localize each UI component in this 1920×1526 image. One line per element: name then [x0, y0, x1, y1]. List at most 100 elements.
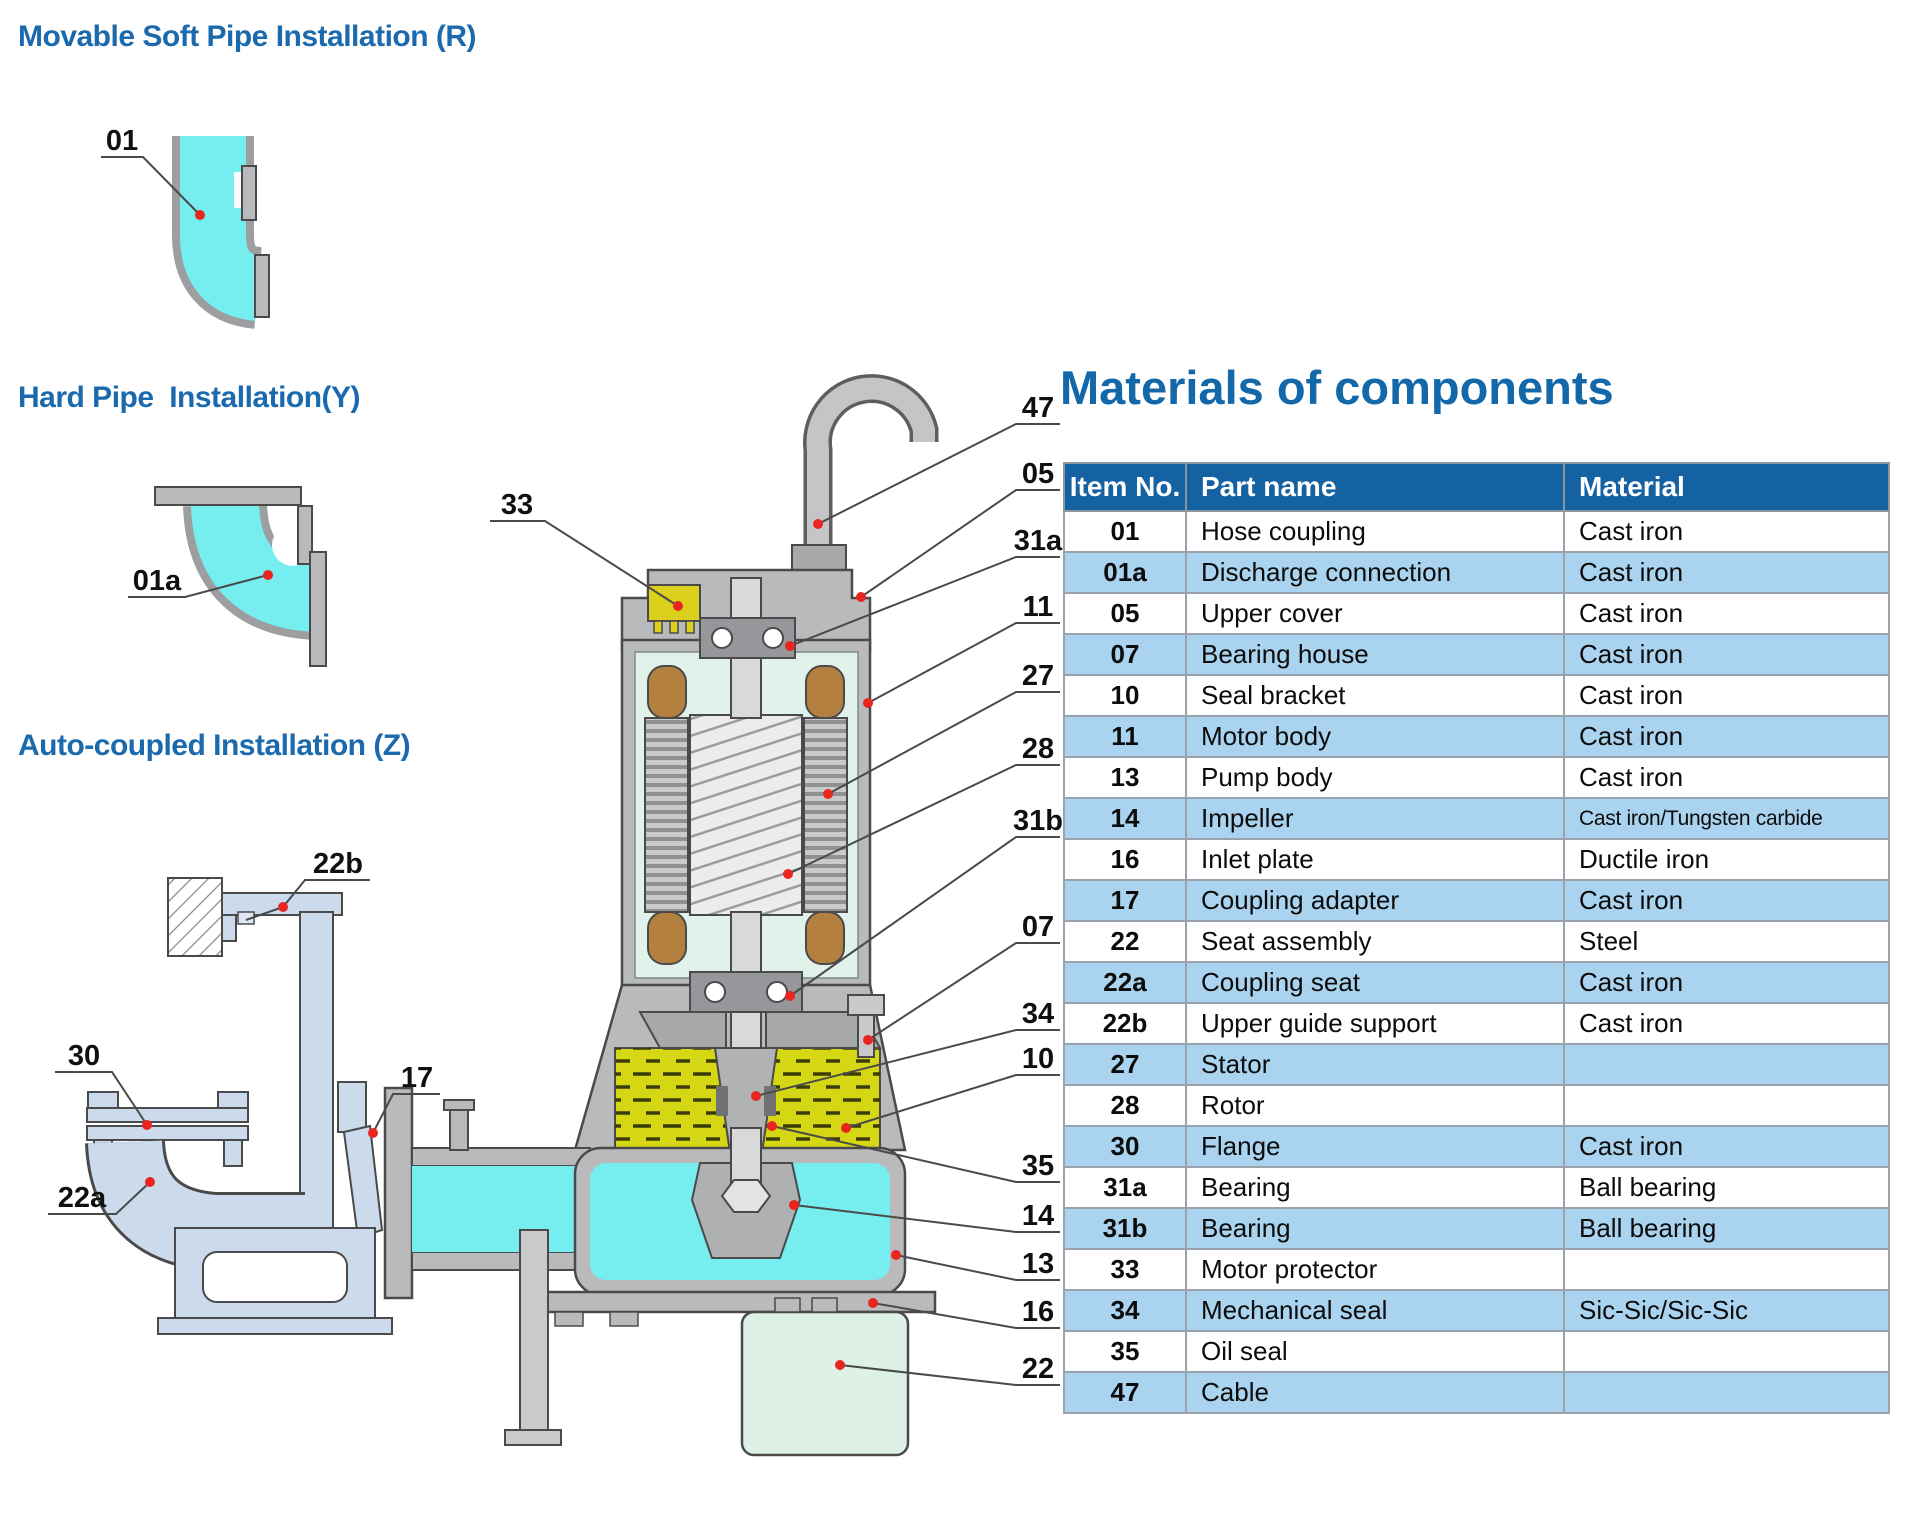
heading-hard-pipe: Hard Pipe Installation(Y)	[18, 381, 361, 414]
diagram-pump-cross-section	[383, 374, 939, 1457]
cell-part: Oil seal	[1185, 1330, 1565, 1373]
pump-oil-chamber	[614, 1047, 881, 1161]
cell-item: 13	[1063, 756, 1187, 799]
cell-item: 22a	[1063, 961, 1187, 1004]
diagram-auto-coupled	[85, 877, 393, 1335]
pump-stand-leg	[519, 1229, 549, 1443]
cell-item: 17	[1063, 879, 1187, 922]
pump-volute-fluid	[590, 1163, 890, 1280]
cell-part: Coupling adapter	[1185, 879, 1565, 922]
diagram-hose-coupling	[172, 136, 270, 329]
cell-part: Impeller	[1185, 797, 1565, 840]
cell-part: Rotor	[1185, 1084, 1565, 1127]
pump-discharge-fluid	[412, 1166, 590, 1252]
cell-material: Sic-Sic/Sic-Sic	[1563, 1289, 1890, 1332]
column-header-item-no: Item No.	[1063, 462, 1187, 512]
cell-part: Motor protector	[1185, 1248, 1565, 1291]
callout-05: 05	[1022, 458, 1054, 490]
pump-windings	[647, 665, 845, 965]
cell-part: Upper cover	[1185, 592, 1565, 635]
column-header-material: Material	[1563, 462, 1890, 512]
flange	[86, 1107, 249, 1123]
cell-item: 47	[1063, 1371, 1187, 1414]
cell-item: 01	[1063, 510, 1187, 553]
cell-item: 34	[1063, 1289, 1187, 1332]
cell-part: Hose coupling	[1185, 510, 1565, 553]
cell-material: Steel	[1563, 920, 1890, 963]
cell-item: 27	[1063, 1043, 1187, 1086]
callout-22b: 22b	[313, 848, 363, 880]
diagram-discharge-connection	[154, 486, 327, 667]
callout-35: 35	[1022, 1150, 1054, 1182]
callout-14: 14	[1022, 1200, 1054, 1232]
column-header-part-name: Part name	[1185, 462, 1565, 512]
cell-material: Cast iron	[1563, 1002, 1890, 1045]
pump-impeller	[690, 1162, 802, 1259]
cell-item: 14	[1063, 797, 1187, 840]
pump-motor-body	[620, 638, 872, 992]
callout-16: 16	[1022, 1296, 1054, 1328]
seat-stand	[174, 1227, 376, 1321]
cell-material: Cast iron	[1563, 674, 1890, 717]
cell-part: Seat assembly	[1185, 920, 1565, 963]
callout-34: 34	[1022, 998, 1054, 1030]
cell-part: Stator	[1185, 1043, 1565, 1086]
coupling-seat	[85, 1139, 305, 1272]
cell-part: Mechanical seal	[1185, 1289, 1565, 1332]
callout-30: 30	[68, 1040, 100, 1072]
callout-22: 22	[1022, 1353, 1054, 1385]
pump-mechanical-seal	[716, 1086, 728, 1116]
cell-item: 05	[1063, 592, 1187, 635]
callout-47: 47	[1022, 392, 1054, 424]
cell-item: 10	[1063, 674, 1187, 717]
heading-auto-coupled: Auto-coupled Installation (Z)	[18, 729, 411, 762]
table-header-row: Item No. Part name Material	[1063, 462, 1890, 512]
pump-stator	[644, 717, 689, 913]
cell-item: 35	[1063, 1330, 1187, 1373]
callout-27: 27	[1022, 660, 1054, 692]
cell-material: Cast iron	[1563, 592, 1890, 635]
pump-upper-cover	[620, 568, 872, 652]
cell-material: Ball bearing	[1563, 1166, 1890, 1209]
cell-item: 11	[1063, 715, 1187, 758]
callout-31a: 31a	[1014, 525, 1063, 557]
callout-22a: 22a	[58, 1182, 107, 1214]
cell-part: Bearing	[1185, 1207, 1565, 1250]
cell-part: Coupling seat	[1185, 961, 1565, 1004]
cell-part: Bearing house	[1185, 633, 1565, 676]
cell-material: Cast iron/Tungsten carbide	[1563, 797, 1890, 840]
cell-part: Inlet plate	[1185, 838, 1565, 881]
callout-11: 11	[1023, 591, 1054, 623]
guide-rail	[299, 911, 334, 1235]
cell-item: 33	[1063, 1248, 1187, 1291]
cell-material	[1563, 1084, 1890, 1127]
pump-interior	[634, 651, 859, 979]
cell-material: Cast iron	[1563, 756, 1890, 799]
pump-seal-bracket	[713, 1047, 779, 1161]
cell-item: 28	[1063, 1084, 1187, 1127]
pump-rotor	[689, 714, 803, 916]
callout-31b: 31b	[1013, 805, 1063, 837]
callout-10: 10	[1022, 1043, 1054, 1075]
callout-13: 13	[1022, 1248, 1054, 1280]
cell-material: Cast iron	[1563, 1125, 1890, 1168]
callout-01: 01	[106, 125, 138, 157]
pump-cable	[803, 374, 939, 565]
callout-17: 17	[401, 1062, 433, 1094]
cell-item: 22	[1063, 920, 1187, 963]
cell-part: Flange	[1185, 1125, 1565, 1168]
